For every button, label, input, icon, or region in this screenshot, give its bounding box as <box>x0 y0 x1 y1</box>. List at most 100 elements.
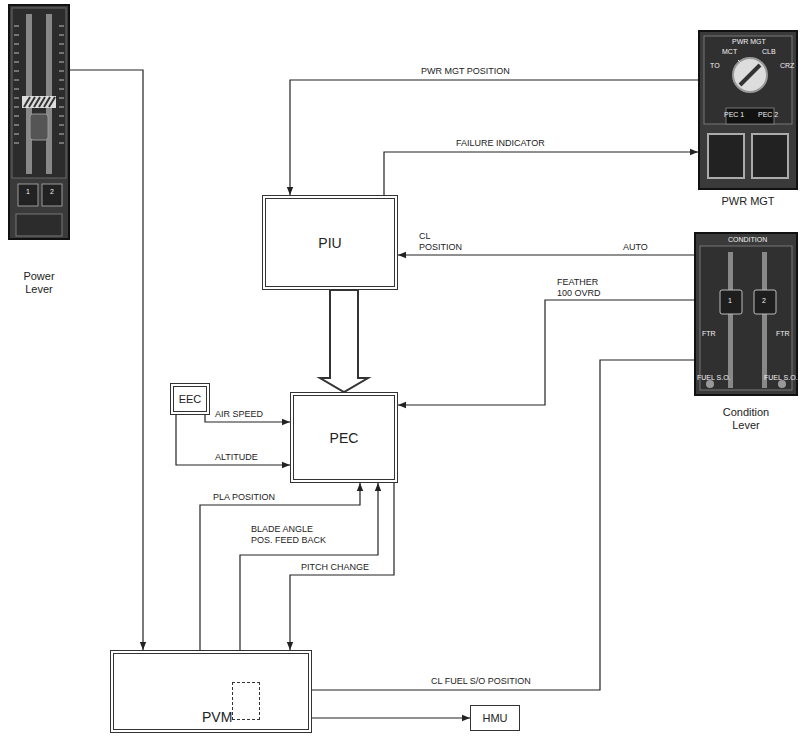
hollow-arrow <box>320 290 368 392</box>
panel-art <box>59 71 64 72</box>
panel-art <box>14 143 19 144</box>
panel-art <box>46 14 52 174</box>
box-title: PEC <box>330 430 359 446</box>
panel-art <box>14 62 19 63</box>
caption-text: Condition Lever <box>716 406 776 432</box>
signal-label: FEATHER 100 OVRD <box>556 277 610 299</box>
panel-marking: PWR MGT <box>732 38 766 46</box>
panel-art <box>14 71 19 72</box>
box-title: EEC <box>179 393 202 405</box>
panel-marking: 2 <box>50 188 54 196</box>
panel-art <box>728 252 733 388</box>
panel-art <box>14 134 19 135</box>
panel-art <box>14 53 19 54</box>
panel-marking: 2 <box>762 297 766 305</box>
panel-art <box>12 8 66 178</box>
signal-label: AUTO <box>622 242 649 253</box>
panel-illustration <box>698 30 798 190</box>
signal-line <box>240 483 378 650</box>
signal-line <box>398 254 694 255</box>
panel-art <box>706 380 714 388</box>
signal-line <box>176 415 290 465</box>
panel-art <box>59 107 64 108</box>
panel-caption: Power Lever <box>8 270 70 296</box>
panel-art <box>733 58 767 92</box>
panel-caption: Condition Lever <box>694 406 798 432</box>
system-box: PEC <box>290 392 398 483</box>
panel-marking: CLB <box>762 48 776 56</box>
panel-art <box>14 80 19 81</box>
panel-marking: 1 <box>728 297 732 305</box>
signal-label: ALTITUDE <box>214 452 259 463</box>
panel-illustration <box>694 232 798 396</box>
control-panel: PWR MGT <box>698 30 798 208</box>
system-box: PIU <box>262 195 398 290</box>
panel-art <box>59 26 64 27</box>
panel-art <box>695 233 797 395</box>
signal-label: CL FUEL S/O POSITION <box>430 676 532 687</box>
panel-illustration <box>8 4 70 240</box>
panel-marking: PEC 2 <box>758 111 778 119</box>
panel-art <box>59 143 64 144</box>
panel-caption: PWR MGT <box>698 195 798 208</box>
caption-text: PWR MGT <box>703 195 793 208</box>
box-title: PVM <box>202 709 232 725</box>
signal-label: CL POSITION <box>418 231 468 253</box>
panel-art <box>14 98 19 99</box>
system-box: HMU <box>470 705 520 731</box>
signal-label: BLADE ANGLE POS. FEED BACK <box>250 524 338 546</box>
signal-line <box>290 483 394 650</box>
panel-art <box>30 114 48 140</box>
panel-marking: CRZ <box>780 62 794 70</box>
panel-art <box>59 134 64 135</box>
panel-marking: MCT <box>722 48 737 56</box>
panel-art <box>762 252 767 388</box>
signal-label: FAILURE INDICATOR <box>455 138 546 149</box>
signal-line <box>312 717 470 718</box>
panel-marking: FTR <box>702 330 716 338</box>
panel-art <box>699 31 797 189</box>
panel-art <box>59 98 64 99</box>
panel-marking: CONDITION <box>728 236 767 244</box>
panel-art <box>18 184 38 206</box>
dashed-valve-box <box>232 682 260 720</box>
panel-art <box>754 290 776 314</box>
panel-art <box>59 35 64 36</box>
panel-marking: FUEL S.O. <box>764 374 798 382</box>
panel-art <box>59 80 64 81</box>
panel-art <box>740 65 760 85</box>
panel-art <box>59 89 64 90</box>
panel-art <box>9 5 69 239</box>
panel-art <box>14 107 19 108</box>
signal-label: PLA POSITION <box>212 492 276 503</box>
panel-art <box>14 116 19 117</box>
panel-art <box>59 53 64 54</box>
panel-art <box>778 380 786 388</box>
panel-art <box>59 116 64 117</box>
signal-line <box>384 152 698 195</box>
panel-art <box>700 246 792 390</box>
panel-art <box>14 125 19 126</box>
box-title: HMU <box>482 712 507 724</box>
panel-art <box>22 96 56 108</box>
panel-marking: TO <box>710 62 720 70</box>
panel-art <box>708 134 744 178</box>
panel-art <box>704 36 792 124</box>
panel-art <box>14 35 19 36</box>
panel-art <box>42 184 62 206</box>
caption-text: Power Lever <box>19 270 59 296</box>
panel-art <box>720 290 742 314</box>
panel-art <box>752 134 788 178</box>
panel-marking: PEC 1 <box>724 111 744 119</box>
panel-art <box>59 125 64 126</box>
panel-art <box>14 89 19 90</box>
panel-art <box>59 44 64 45</box>
panel-marking: FUEL S.O. <box>697 374 731 382</box>
panel-art <box>49 97 55 107</box>
box-title: PIU <box>318 235 341 251</box>
control-panel: Power Lever <box>8 4 70 296</box>
signal-label: PITCH CHANGE <box>300 562 370 573</box>
panel-art <box>14 26 19 27</box>
